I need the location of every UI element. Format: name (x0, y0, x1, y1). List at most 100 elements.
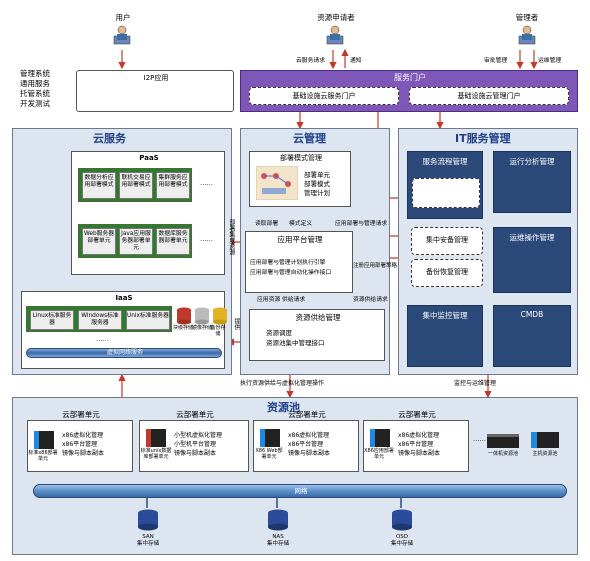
server-icon (34, 431, 54, 449)
catalog-box: 云服务 目录与流程 (412, 178, 480, 208)
storage-desc: 集中存储 (266, 541, 289, 547)
legacy-item: 开发测试 (20, 99, 50, 108)
register-policy-label: 注册应用部署策略 (353, 263, 398, 269)
admin-actor: 管理者 (510, 13, 544, 50)
it-service-title: IT服务管理 (455, 132, 511, 145)
it-to-pool-label: 监控与运维管理 (454, 380, 497, 387)
deploy-resource-label: 部署集成资源 (227, 219, 235, 255)
iaas-title: IaaS (115, 294, 133, 302)
cloud-mgmt-title: 云管理 (293, 132, 326, 145)
run-analysis-label: 运行分析管理 (509, 157, 555, 166)
notify-label: 通知 (350, 58, 362, 64)
storage-name: NAS (272, 534, 284, 540)
paas-mode-cell: 数据分析应用部署模式 (82, 172, 116, 199)
monitor-box: 集中监控管理 (407, 305, 483, 367)
applicant-actor: 资源申请者 (314, 13, 358, 50)
deploy-unit-title: 云部署单元 (176, 410, 214, 419)
storage-desc: 集中存储 (390, 541, 413, 547)
deploy-unit-line: 镜像与脚本副本 (174, 450, 217, 457)
deploy-mode-item: 部署模式 (304, 180, 330, 188)
storage-label: 镜像存储 (191, 325, 212, 331)
network-pipe: 网络 (33, 484, 567, 498)
applicant-label: 资源申请者 (317, 13, 355, 22)
cloud-service-portal: 基础设施云服务门户 (249, 87, 399, 105)
deploy-unit-title: 云部署单元 (288, 410, 326, 419)
approve-label: 审批管理 (484, 58, 508, 64)
deploy-unit-type: 标准x86部署单元 (28, 450, 58, 462)
pool-ellipsis: …… (473, 435, 486, 443)
app-platform-line: 应用部署与管理计划执行引擎 (250, 260, 326, 266)
deploy-unit-line: x86平台管理 (62, 441, 98, 448)
server-icon (370, 429, 390, 447)
iaas-servers: Linux标准服务器 Windows标准服务器 Unix标准服务器 (26, 306, 172, 332)
ops-label: 运维管理 (538, 58, 562, 64)
cloud-mgmt-portal-label: 基础设施云管理门户 (457, 92, 521, 100)
resource-supply-line: 资源池集中管理接口 (266, 339, 325, 347)
user-label: 用户 (115, 13, 131, 22)
storage-label: 块级存储 (172, 325, 193, 331)
paas-unit-cell: 数据库服务器部署单元 (156, 228, 190, 255)
iaas-server-cell: Linux标准服务器 (30, 310, 74, 330)
iaas-server-cell: Unix标准服务器 (126, 310, 170, 330)
server-icon (260, 429, 280, 447)
deploy-unit-line: 小型机平台管理 (174, 441, 217, 448)
portal-title: 服务门户 (394, 73, 426, 82)
paas-row2: Web服务器部署单元 Java应用服务器部署单元 数据库服务器部署单元 (78, 224, 192, 258)
extra-pool-label: 主机资源池 (532, 451, 558, 457)
deploy-unit-line: x86平台管理 (398, 441, 434, 448)
read-deploy-label: 读取部署 (255, 221, 279, 227)
server-icon (146, 429, 166, 447)
cloud-service-title: 云服务 (93, 132, 126, 145)
service-portal: 服务门户 基础设施云服务门户 基础设施云管理门户 (240, 70, 578, 112)
person-computer-icon (326, 25, 344, 45)
backup-box: 备份恢复管理 (411, 259, 483, 287)
storage-name: OSD (395, 534, 409, 540)
legacy-item: 托管系统 (20, 89, 50, 98)
catalog-line: 云服务 (435, 182, 457, 190)
deploy-unit-line: x86虚拟化管理 (398, 432, 440, 439)
ops-mgmt-label: 运维操作管理 (509, 233, 555, 242)
deploy-unit-title: 云部署单元 (62, 410, 100, 419)
deploy-unit-line: 镜像与脚本副本 (288, 450, 331, 457)
ops-mgmt-box: 运维操作管理 (493, 227, 571, 293)
cloud-mgmt-portal: 基础设施云管理门户 (409, 87, 569, 105)
iaas-ellipsis: …… (96, 335, 109, 343)
monitor-label: 集中监控管理 (422, 311, 468, 320)
cmdb-box: CMDB (493, 305, 571, 367)
cmdb-label: CMDB (520, 310, 544, 319)
flowchart-icon (256, 166, 298, 200)
paas-unit-cell: Web服务器部署单元 (82, 228, 116, 255)
deploy-unit: 云部署单元 标准unix数据库部署单元 小型机虚拟化管理 小型机平台管理 镜像与… (139, 410, 249, 472)
appliance-icon (487, 434, 519, 448)
extra-pool-label: 一体机资源池 (487, 451, 518, 457)
nas-storage-icon (268, 509, 288, 531)
mgmt-to-pool-label: 执行资源供给与虚拟化管理操作 (240, 380, 325, 387)
app-platform-line: 应用部署与管理自动化操作接口 (250, 270, 332, 276)
i2p-label: I2P应用 (143, 74, 169, 82)
app-platform-title: 应用平台管理 (277, 235, 323, 244)
run-analysis-box: 运行分析管理 (493, 151, 571, 213)
admin-label: 管理者 (515, 13, 539, 22)
legacy-item: 管理系统 (20, 69, 50, 78)
paas-unit-cell: Java应用服务器部署单元 (119, 228, 153, 255)
resource-supply-box: 资源供给管理 资源调度 资源池集中管理接口 (249, 309, 385, 361)
san-storage-icon (138, 509, 158, 531)
storage-label: 备份存储 (210, 325, 226, 337)
iaas-server-cell: Windows标准服务器 (78, 310, 122, 330)
deploy-unit: 云部署单元 X86应用部署单元 x86虚拟化管理 x86平台管理 镜像与脚本副本 (363, 410, 469, 472)
mode-define-label: 模式定义 (289, 221, 313, 227)
resource-pool-panel: 资源池 云部署单元 标准x86部署单元 x86虚拟化管理 x86平台管理 镜像与… (12, 397, 578, 555)
paas-row1: 数据分析应用部署模式 联机交易应用部署模式 集群服务应用部署模式 (78, 168, 192, 202)
backup-label: 备份恢复管理 (426, 268, 468, 276)
virtual-network-label: 虚拟网络服务 (106, 349, 143, 356)
deploy-mode-item: 部署单元 (304, 171, 330, 179)
provide-label: 提供 (232, 318, 240, 330)
legacy-item: 通用服务 (20, 79, 50, 88)
osd-storage-icon (392, 509, 412, 531)
deploy-unit-line: 小型机虚拟化管理 (174, 432, 223, 439)
deploy-unit-line: 镜像与脚本副本 (62, 450, 105, 457)
resource-request-label: 应用资源 供给请求 (257, 297, 306, 303)
person-computer-icon (518, 25, 536, 45)
app-request-label: 应用部署与管理请求 (335, 221, 388, 227)
cloud-mgmt-panel: 云管理 部署模式管理 部署单元 部署模式 管理计划 读取部署 模式定义 应用部署… (240, 128, 397, 375)
